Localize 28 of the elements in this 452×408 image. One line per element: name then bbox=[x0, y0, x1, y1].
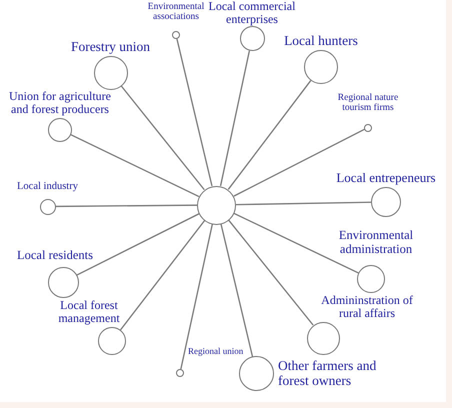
connector-line bbox=[220, 50, 250, 186]
node-label: Local industry bbox=[16, 181, 79, 193]
node-label: Local hunters bbox=[283, 34, 359, 49]
connector-line bbox=[56, 204, 197, 208]
connector-line bbox=[70, 134, 200, 198]
node-label: Forestry union bbox=[70, 40, 152, 55]
connector-line bbox=[236, 202, 372, 206]
node-label: Environmental associations bbox=[146, 2, 206, 23]
connector-line bbox=[220, 224, 254, 357]
connector-line bbox=[234, 128, 365, 197]
node-label: Environmental administration bbox=[338, 229, 414, 256]
node-label: Admininstration of rural affairs bbox=[320, 294, 414, 320]
connector-line bbox=[228, 80, 312, 190]
connector-line bbox=[176, 38, 213, 186]
node-label: Other farmers and forest owners bbox=[278, 359, 378, 389]
node-label: Local entrepeneurs bbox=[335, 171, 437, 186]
node-label: Union for agriculture and forest producers bbox=[8, 90, 112, 116]
connector-line bbox=[120, 85, 205, 190]
connector-line bbox=[234, 212, 359, 274]
connector-line bbox=[120, 220, 206, 330]
connector-line bbox=[76, 213, 200, 276]
node-label: Local forest management bbox=[57, 299, 121, 326]
connector-line bbox=[180, 224, 213, 370]
connector-line bbox=[228, 220, 314, 326]
node-label: Regional nature tourism firms bbox=[336, 93, 400, 114]
node-label: Local commercial enterprises bbox=[208, 0, 296, 26]
node-label: Local residents bbox=[16, 249, 94, 263]
node-label: Regional union bbox=[188, 347, 244, 357]
